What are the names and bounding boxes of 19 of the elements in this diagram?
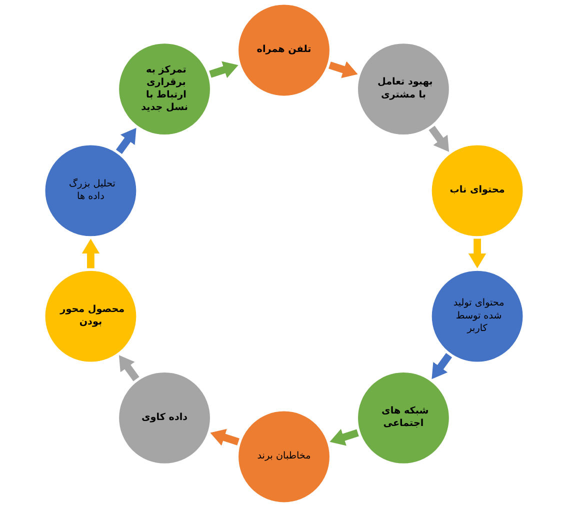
arrow [210, 428, 240, 446]
topic-circle: محصول محور بودن [44, 270, 137, 362]
arrow [468, 238, 486, 268]
arrow [328, 61, 358, 78]
topic-circle: مخاطبان برند [238, 410, 330, 503]
arrow [82, 238, 100, 268]
arrow [428, 126, 450, 152]
topic-circle: محتوای ناب [431, 144, 524, 237]
topic-circle: محتوای تولید شده توسط کاربر [431, 270, 524, 362]
topic-circle: داده کاوی [118, 372, 211, 464]
arrow [118, 355, 140, 382]
arrow [209, 61, 238, 78]
topic-circle: شبکه های اجتماعی [357, 372, 450, 464]
topic-circle: تمرکز به برقراری ارتباط با نسل جدید [118, 42, 211, 136]
arrow [116, 128, 136, 154]
topic-circle: بهبود تعامل با مشتری [357, 42, 450, 136]
topic-circle: تلفن همراه [238, 4, 330, 96]
arrow [432, 353, 452, 380]
arrow [330, 428, 359, 446]
